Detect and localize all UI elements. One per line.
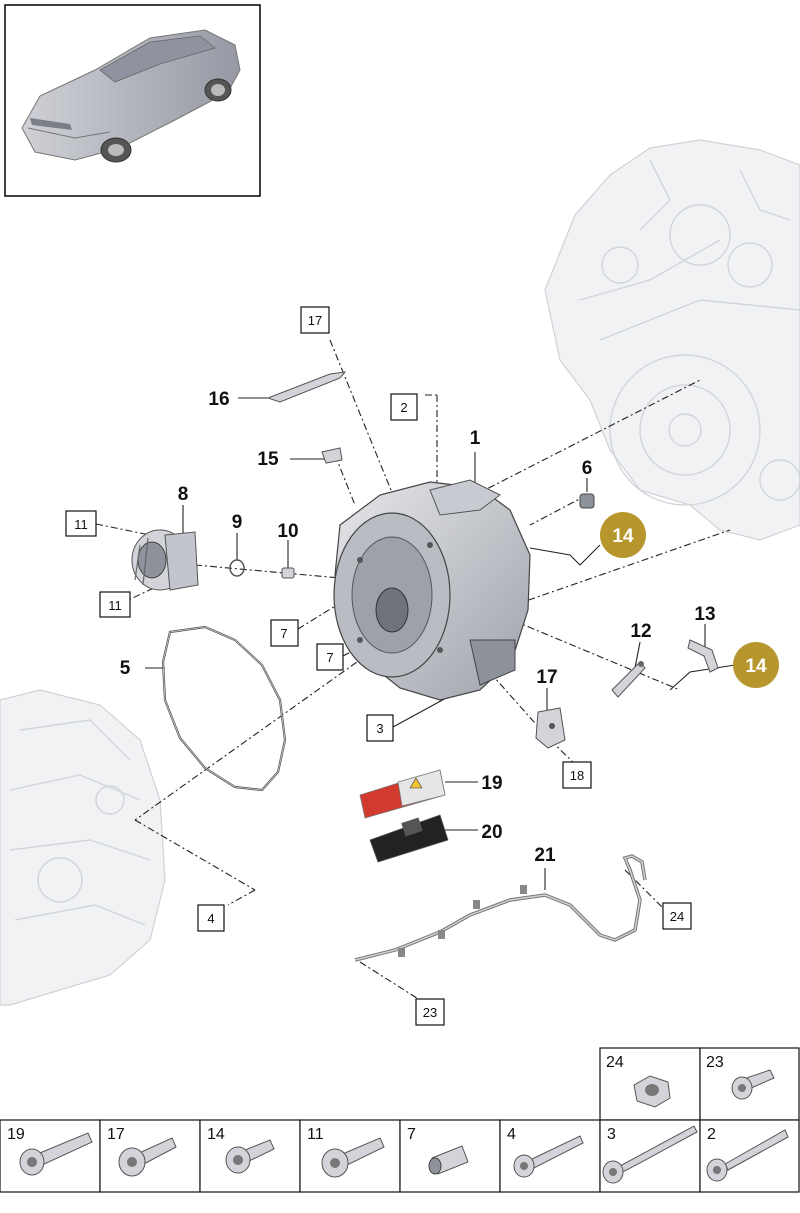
fastener-row-top: 24 23 — [599, 1047, 800, 1121]
fastener-cell-7-label: 7 — [407, 1126, 416, 1143]
callout-7-bottom-text: 7 — [326, 650, 333, 665]
callout-24: 24 — [662, 902, 692, 930]
bolt-19-image — [19, 1132, 93, 1176]
badges: 14 14 — [600, 512, 779, 688]
callout-8: 8 — [178, 484, 189, 505]
callout-18: 17 — [536, 667, 557, 688]
callout-24-text: 24 — [670, 909, 684, 924]
mount-bracket — [535, 707, 566, 749]
bolt-4-image — [513, 1135, 584, 1178]
plug-screw — [281, 567, 295, 579]
callout-9: 9 — [232, 512, 243, 533]
callout-11-bottom: 11 — [99, 591, 131, 618]
callout-23-text: 23 — [423, 1005, 437, 1020]
callout-3: 3 — [366, 714, 394, 742]
sensor-part — [611, 661, 646, 698]
callout-7-bottom: 7 — [316, 643, 344, 671]
bolt-3-image — [602, 1125, 698, 1184]
fastener-cell-23-label: 23 — [706, 1054, 724, 1071]
bolt-14-image — [225, 1139, 275, 1174]
torx-bolt-23-image — [731, 1069, 775, 1100]
callout-11-bottom-text: 11 — [108, 598, 122, 613]
callout-6: 6 — [582, 458, 593, 479]
bolt-17-image — [118, 1137, 177, 1177]
callout-labels: 17 2 1 16 15 6 8 9 10 11 11 7 7 5 12 13 — [65, 306, 716, 1026]
engine-ghost-image — [544, 139, 800, 541]
transmission-housing — [333, 479, 531, 701]
fastener-cell-14-label: 14 — [207, 1126, 225, 1143]
transmission-ghost-image — [0, 689, 166, 1006]
fastener-cell-11-label: 11 — [307, 1126, 324, 1143]
callout-23: 23 — [415, 998, 445, 1026]
gasket-seal — [161, 625, 287, 792]
badge-14-upper-text: 14 — [612, 526, 634, 547]
wiring-harness — [354, 854, 647, 962]
fastener-cell-3-label: 3 — [607, 1126, 616, 1143]
fastener-cell-17-label: 17 — [107, 1126, 125, 1143]
flange-nut-image — [633, 1075, 671, 1108]
callout-4: 4 — [197, 904, 225, 932]
fastener-row-bottom: 19 17 14 11 7 4 3 2 — [0, 1119, 800, 1193]
line-part — [687, 639, 719, 673]
bolt-2-image — [706, 1129, 789, 1182]
callout-7-top: 7 — [270, 619, 299, 647]
cover-plate — [266, 371, 347, 403]
badge-14-lower-text: 14 — [745, 656, 767, 677]
callout-11-top: 11 — [65, 510, 97, 537]
o-ring — [229, 559, 245, 577]
callout-3-text: 3 — [376, 721, 383, 736]
callout-19-text: 18 — [570, 768, 584, 783]
callout-17: 17 — [300, 306, 330, 334]
callout-2-text: 2 — [400, 400, 407, 415]
fastener-cell-19-label: 19 — [7, 1126, 25, 1143]
plug-7-image — [428, 1145, 469, 1175]
bracket-clip — [321, 447, 343, 464]
callout-13: 13 — [694, 604, 715, 625]
callout-4-text: 4 — [207, 911, 214, 926]
bolt-11-image — [321, 1137, 385, 1178]
fastener-cell-24-label: 24 — [606, 1054, 624, 1071]
info-label — [369, 814, 449, 863]
vehicle-thumbnail — [4, 4, 261, 197]
callout-17-text: 17 — [308, 313, 322, 328]
callout-5: 5 — [120, 658, 131, 679]
pump-assembly — [131, 529, 199, 591]
callout-10: 10 — [277, 521, 298, 542]
callout-2: 2 — [390, 393, 418, 421]
callout-1: 1 — [470, 428, 481, 449]
warning-label — [359, 769, 446, 819]
callout-22: 21 — [534, 845, 556, 866]
badge-14-lower: 14 — [733, 642, 779, 688]
callout-12: 12 — [630, 621, 651, 642]
vent-cap — [579, 493, 595, 509]
fastener-cell-2-label: 2 — [707, 1126, 716, 1143]
callout-7-top-text: 7 — [280, 626, 287, 641]
callout-20: 19 — [481, 773, 502, 794]
fastener-table: 24 23 19 17 14 11 7 — [0, 1047, 800, 1193]
car-image — [21, 29, 241, 163]
fastener-cell-4-label: 4 — [507, 1126, 516, 1143]
badge-14-upper: 14 — [600, 512, 646, 558]
callout-19: 18 — [562, 761, 592, 789]
callout-11-top-text: 11 — [74, 517, 88, 532]
callout-15: 15 — [257, 449, 279, 470]
callout-16: 16 — [208, 389, 229, 410]
callout-21: 20 — [481, 822, 502, 843]
